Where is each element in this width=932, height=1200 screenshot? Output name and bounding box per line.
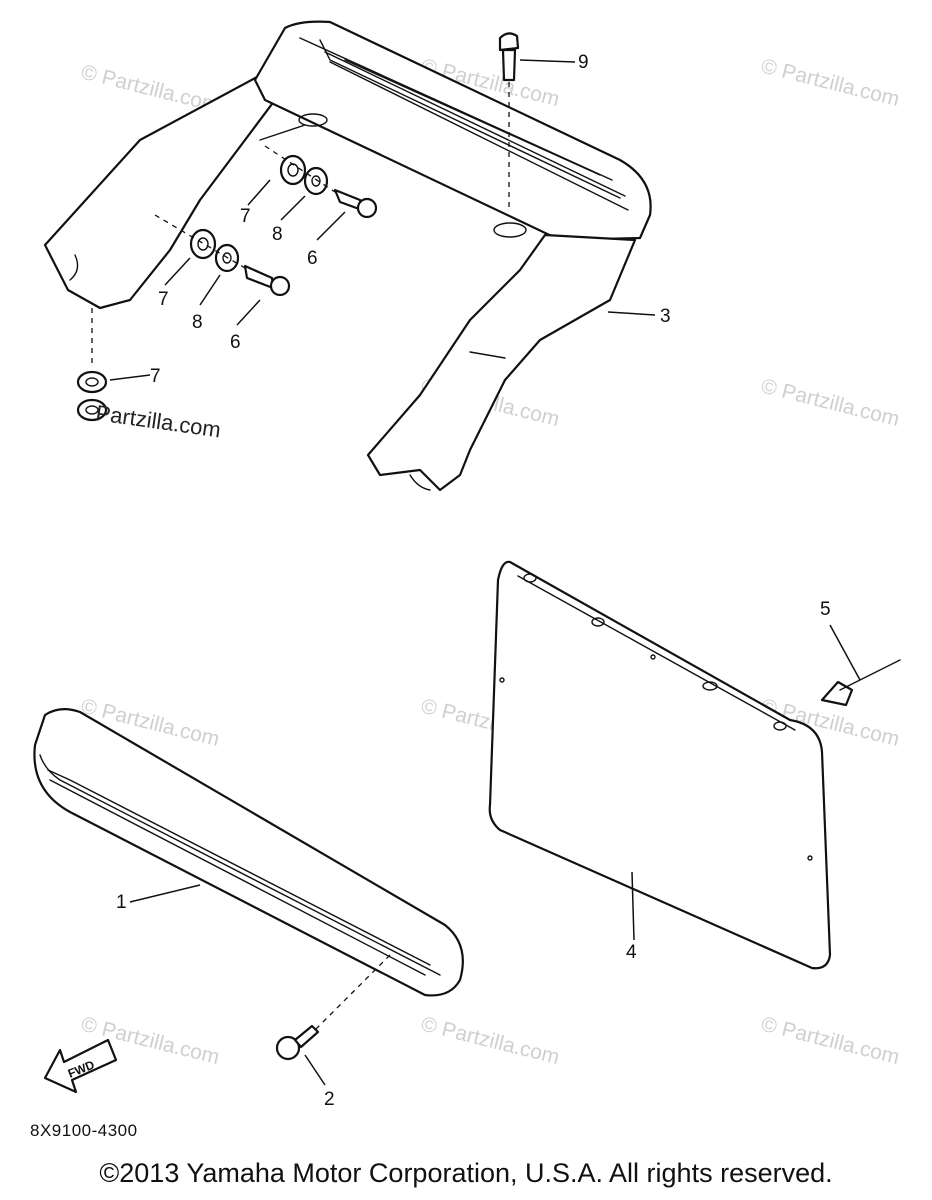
callout-1: 1 — [116, 892, 127, 913]
watermark: © Partzilla.com — [759, 1013, 902, 1070]
part-3-rack — [43, 20, 652, 492]
callout-7: 7 — [158, 289, 169, 310]
callout-7: 7 — [240, 206, 251, 227]
watermark: © Partzilla.com — [759, 375, 902, 432]
part-2-screw — [275, 1024, 320, 1061]
copyright-notice: ©2013 Yamaha Motor Corporation, U.S.A. A… — [99, 1158, 833, 1188]
callout-4: 4 — [626, 942, 637, 963]
part-1-bar — [33, 708, 464, 1041]
front-direction-arrow: FWD — [43, 1038, 118, 1094]
fasteners-upper — [154, 145, 378, 297]
callout-8: 8 — [272, 224, 283, 245]
part-4-panel — [488, 560, 832, 970]
watermark: © Partzilla.com — [759, 55, 902, 112]
callout-9: 9 — [578, 52, 589, 73]
watermark-partzilla: Partzilla.com — [94, 400, 222, 442]
fasteners-lower-left — [76, 308, 108, 422]
callout-6: 6 — [307, 248, 318, 269]
callout-6: 6 — [230, 332, 241, 353]
callout-5: 5 — [820, 599, 831, 620]
callout-8: 8 — [192, 312, 203, 333]
part-5-rivet — [820, 659, 901, 707]
callout-3: 3 — [660, 306, 671, 327]
part-9-bolt — [498, 32, 520, 210]
callout-2: 2 — [324, 1089, 335, 1110]
diagram-code: 8X9100-4300 — [30, 1121, 138, 1140]
callouts: 9 3 7 8 6 7 8 6 7 5 1 4 2 — [116, 52, 831, 1110]
leader-lines — [109, 59, 861, 1086]
watermark: © Partzilla.com — [419, 1013, 562, 1070]
callout-7: 7 — [150, 366, 161, 387]
